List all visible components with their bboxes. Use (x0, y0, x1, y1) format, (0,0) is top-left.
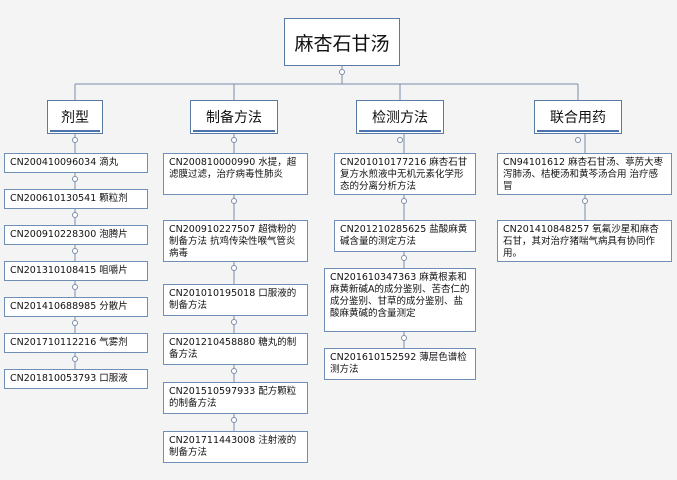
collapse-handle-icon (401, 335, 407, 341)
combination-node: CN94101612 麻杏石甘汤、葶苈大枣泻肺汤、桔梗汤和黄芩汤合用 治疗感冒 (497, 153, 672, 195)
collapse-handle-icon (575, 137, 581, 143)
collapse-handle-icon (231, 417, 237, 423)
collapse-handle-icon (72, 284, 78, 290)
collapse-handle-icon (401, 255, 407, 261)
root-node: 麻杏石甘汤 (284, 18, 400, 66)
category-label: 联合用药 (550, 110, 606, 126)
collapse-handle-icon (231, 265, 237, 271)
collapse-handle-icon (72, 248, 78, 254)
collapse-handle-icon (231, 319, 237, 325)
dosage-node: CN200410096034 滴丸 (4, 153, 148, 173)
collapse-handle-icon (582, 198, 588, 204)
preparation-node: CN201210458880 糖丸的制备方法 (163, 333, 308, 365)
collapse-handle-icon (339, 69, 345, 75)
detection-node: CN201610347363 麻黄根素和麻黄新碱A的成分鉴别、苦杏仁的成分鉴别、… (324, 268, 476, 332)
preparation-node: CN201711443008 注射液的制备方法 (163, 431, 308, 463)
preparation-node: CN201510597933 配方颗粒的制备方法 (163, 382, 308, 414)
dosage-node: CN201810053793 口服液 (4, 369, 148, 389)
collapse-handle-icon (72, 212, 78, 218)
detection-node: CN201610152592 薄层色谱检测方法 (324, 348, 476, 380)
category-dosage: 剂型 (47, 100, 103, 134)
category-combination: 联合用药 (534, 100, 622, 134)
collapse-handle-icon (72, 356, 78, 362)
preparation-node: CN200810000990 水提，超滤膜过滤，治疗病毒性肺炎 (163, 153, 308, 195)
dosage-node: CN201710112216 气雾剂 (4, 333, 148, 353)
collapse-handle-icon (231, 198, 237, 204)
root-title: 麻杏石甘汤 (294, 32, 390, 55)
detection-node: CN201010177216 麻杏石甘复方水煎液中无机元素化学形态的分离分析方法 (334, 153, 476, 195)
collapse-handle-icon (397, 137, 403, 143)
category-label: 剂型 (61, 110, 89, 126)
collapse-handle-icon (72, 137, 78, 143)
dosage-node: CN201410688985 分散片 (4, 297, 148, 317)
category-detection: 检测方法 (356, 100, 444, 134)
dosage-node: CN200610130541 颗粒剂 (4, 189, 148, 209)
preparation-node: CN200910227507 超微粉的制备方法 抗鸡传染性喉气管炎病毒 (163, 220, 308, 262)
collapse-handle-icon (401, 198, 407, 204)
category-label: 检测方法 (372, 110, 428, 126)
combination-node: CN201410848257 氧氟沙星和麻杏石甘，其对治疗猪喘气病具有协同作用。 (497, 220, 672, 262)
collapse-handle-icon (72, 176, 78, 182)
category-label: 制备方法 (206, 110, 262, 126)
dosage-node: CN200910228300 泡腾片 (4, 225, 148, 245)
detection-node: CN201210285625 盐酸麻黄碱含量的测定方法 (334, 220, 476, 252)
collapse-handle-icon (231, 137, 237, 143)
collapse-handle-icon (231, 368, 237, 374)
category-preparation: 制备方法 (190, 100, 278, 134)
preparation-node: CN201010195018 口服液的制备方法 (163, 284, 308, 316)
collapse-handle-icon (72, 320, 78, 326)
dosage-node: CN201310108415 咀嚼片 (4, 261, 148, 281)
